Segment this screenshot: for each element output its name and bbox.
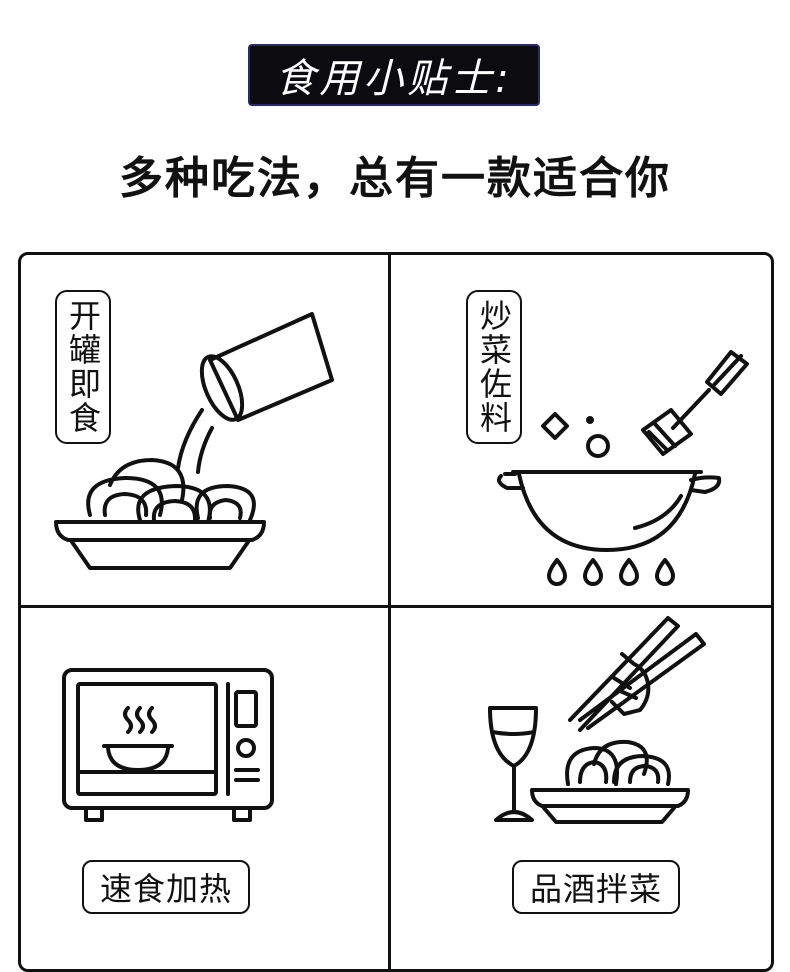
wok-on-stove-icon bbox=[497, 350, 749, 586]
panel-quick-heat-label: 速食加热 bbox=[82, 860, 250, 914]
panel-ready-to-eat-text: 开罐即食 bbox=[64, 299, 102, 435]
grid-divider-horizontal bbox=[18, 605, 774, 608]
grid-divider-vertical bbox=[388, 252, 391, 972]
pouring-can-over-plate-icon bbox=[54, 312, 334, 570]
panel-wine-dish-label: 品酒拌菜 bbox=[512, 860, 680, 914]
wine-and-chopsticks-plate-icon bbox=[488, 616, 706, 824]
panel-wine-dish-text: 品酒拌菜 bbox=[529, 870, 662, 908]
panel-stir-fry-text: 炒菜佐料 bbox=[475, 299, 513, 435]
microwave-icon bbox=[62, 668, 274, 822]
panel-quick-heat-text: 速食加热 bbox=[99, 870, 232, 908]
page-subtitle: 多种吃法，总有一款适合你 bbox=[119, 153, 671, 204]
panel-stir-fry-label: 炒菜佐料 bbox=[466, 290, 522, 444]
tips-title: 食用小贴士: bbox=[275, 56, 513, 102]
panel-ready-to-eat-label: 开罐即食 bbox=[55, 290, 111, 444]
tips-title-badge: 食用小贴士: bbox=[248, 44, 540, 106]
